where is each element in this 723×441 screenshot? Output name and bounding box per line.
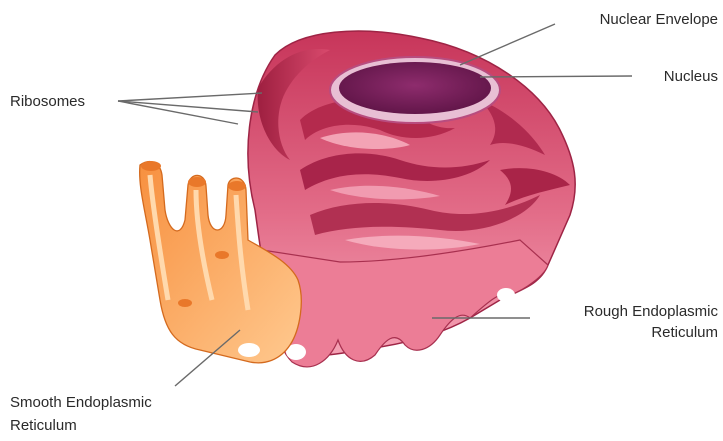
er-pore (238, 343, 260, 357)
ribosomes-leader (118, 101, 258, 112)
label-ribosomes: Ribosomes (10, 93, 85, 110)
nuclear-envelope-leader (460, 24, 555, 65)
tubule-opening (215, 251, 229, 259)
tubule-opening (141, 161, 161, 171)
nucleus-leader (480, 76, 632, 77)
ribosomes-leader (118, 93, 262, 101)
ribosomes-leader (118, 101, 238, 124)
nucleus-structure (330, 57, 500, 123)
label-rough-er-line1: Rough Endoplasmic (584, 303, 719, 320)
label-nuclear-envelope: Nuclear Envelope (600, 11, 718, 28)
tubule-opening (188, 177, 206, 187)
label-smooth-er-line1: Smooth Endoplasmic (10, 394, 152, 411)
tubule-opening (228, 181, 246, 191)
label-smooth-er-line2: Reticulum (10, 417, 77, 434)
er-pore (497, 288, 515, 302)
label-rough-er-line2: Reticulum (651, 324, 718, 341)
nucleus-interior (339, 62, 491, 114)
tubule-opening (178, 299, 192, 307)
rough-er-lobes (262, 240, 548, 367)
label-nucleus: Nucleus (664, 68, 718, 85)
